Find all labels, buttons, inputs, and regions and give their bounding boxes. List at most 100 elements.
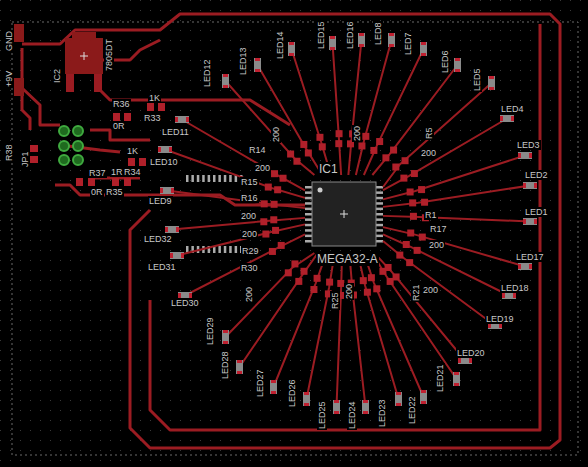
part-label: R17	[429, 224, 448, 234]
led-pad	[421, 401, 426, 404]
led-label: LED22	[407, 395, 417, 425]
led-pad	[271, 380, 276, 383]
resistor-pad	[403, 241, 410, 248]
part-label: R1	[424, 210, 438, 220]
chip-pin	[376, 197, 383, 200]
led-label: LED20	[456, 348, 486, 358]
led-pad	[171, 188, 174, 193]
pcb-shape	[312, 182, 376, 246]
pcb-shape	[94, 74, 102, 92]
chip-pin	[376, 186, 383, 189]
resistor-pad	[396, 252, 403, 259]
resistor-pad	[271, 201, 278, 208]
signal-trace	[356, 40, 392, 175]
led-body	[518, 263, 532, 270]
resistor-pad	[407, 230, 414, 237]
led-body	[500, 115, 514, 122]
chip-pin	[305, 191, 312, 194]
signal-trace	[372, 253, 456, 379]
led-pad	[511, 116, 514, 121]
led-pad	[458, 358, 461, 363]
led-body	[502, 292, 516, 299]
chip-pin	[224, 246, 227, 253]
resistor-pad	[305, 149, 312, 156]
resistor-pad	[260, 218, 267, 225]
part-label: 7805DT	[104, 38, 114, 72]
resistor-pad	[400, 175, 407, 182]
resistor-pad	[368, 274, 375, 281]
chip-pin	[376, 224, 383, 227]
resistor-pad	[265, 184, 272, 191]
led-pad	[304, 403, 309, 406]
led-pad	[271, 391, 276, 394]
chip-pin	[202, 175, 205, 182]
part-label: R25	[330, 291, 340, 310]
led-pad	[176, 227, 179, 232]
pcb-shape	[88, 178, 95, 186]
resistor-pad	[411, 170, 418, 177]
signal-trace	[307, 253, 335, 399]
chip-pin	[224, 175, 227, 182]
pcb-shape	[340, 210, 348, 218]
chip-pin	[376, 191, 383, 194]
resistor-pad	[291, 260, 298, 267]
part-label: 200	[422, 285, 439, 295]
resistor-pad	[310, 286, 317, 293]
resistor-pad	[387, 278, 394, 285]
resistor-pad	[409, 199, 416, 206]
led-label: LED13	[238, 46, 248, 76]
led-body	[288, 42, 295, 56]
led-label: LED7	[403, 31, 413, 56]
resistor-pad	[360, 277, 367, 284]
led-pad	[518, 264, 521, 269]
power-traces	[22, 14, 560, 448]
resistor-pad	[293, 158, 300, 165]
led-body	[254, 58, 261, 72]
led-pad	[330, 47, 335, 50]
led-body	[329, 36, 336, 50]
resistor-pad	[319, 143, 326, 150]
part-label: 200	[344, 283, 354, 300]
led-pad	[330, 36, 335, 39]
chip-pin	[376, 235, 383, 238]
led-label: LED16	[345, 20, 355, 50]
pcb-shape	[112, 178, 119, 186]
resistor-pad	[419, 234, 426, 241]
led-pad	[489, 76, 494, 79]
led-body	[333, 400, 340, 414]
pcb-shape	[113, 113, 120, 121]
chip-pin	[186, 175, 189, 182]
led-body	[362, 400, 369, 414]
resistor-pad	[300, 141, 307, 148]
led-body	[175, 116, 189, 123]
signal-trace	[182, 120, 305, 191]
resistor-pad	[326, 279, 333, 286]
chip-pin	[305, 218, 312, 221]
jumper-header	[59, 126, 83, 165]
resistor-pad	[271, 170, 278, 177]
resistor-pad	[414, 247, 421, 254]
led-body	[170, 252, 184, 259]
resistor-pad	[280, 175, 287, 182]
signal-trace	[383, 119, 507, 191]
led-pad	[169, 147, 172, 152]
pcb-shape	[318, 188, 323, 193]
led-pad	[389, 44, 394, 47]
signal-trace	[374, 253, 465, 361]
part-label: 200	[271, 126, 281, 143]
led-body	[523, 218, 537, 225]
signal-trace	[240, 253, 318, 367]
led-pad	[534, 219, 537, 224]
led-pad	[396, 392, 401, 395]
resistor-pad	[407, 188, 414, 195]
resistor-pad	[358, 142, 365, 149]
resistor-pad	[382, 154, 389, 161]
pcb-shape	[76, 178, 83, 186]
led-label: LED9	[148, 196, 173, 206]
led-body	[458, 357, 472, 364]
led-label: LED18	[500, 283, 530, 293]
pcb-shape	[73, 141, 83, 151]
led-pad	[500, 116, 503, 121]
part-label: 200	[240, 211, 257, 221]
